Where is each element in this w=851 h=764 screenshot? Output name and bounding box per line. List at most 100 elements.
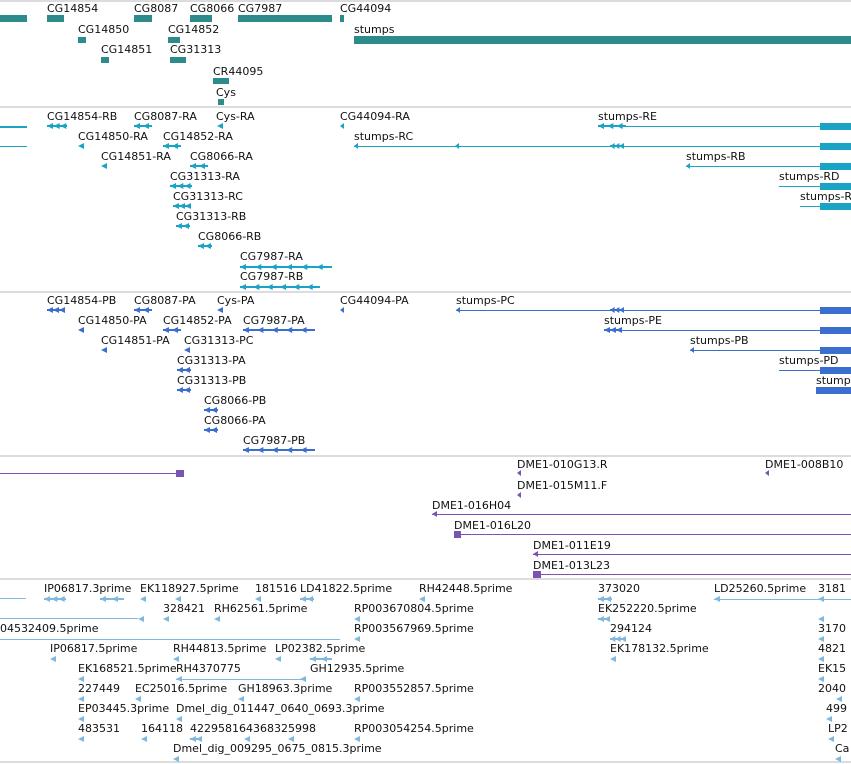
feature-label[interactable]: IP06817.3prime: [44, 582, 132, 595]
feature-block[interactable]: [213, 78, 229, 84]
feature-label[interactable]: 164118: [141, 722, 183, 735]
strand-arrows[interactable]: [190, 163, 208, 169]
strand-arrows[interactable]: [243, 447, 315, 453]
feature-label[interactable]: EP03445.3prime: [78, 702, 169, 715]
strand-arrows[interactable]: [354, 696, 360, 702]
feature-label[interactable]: stumps-RE: [598, 110, 657, 123]
feature-label[interactable]: CG31313-RB: [176, 210, 246, 223]
feature-block[interactable]: [218, 99, 224, 105]
strand-arrows[interactable]: [517, 470, 521, 476]
feature-label[interactable]: Ca: [835, 742, 849, 755]
strand-arrows[interactable]: [432, 511, 437, 517]
feature-block[interactable]: [820, 143, 851, 150]
strand-arrows[interactable]: [300, 676, 306, 682]
strand-arrows[interactable]: [288, 736, 294, 742]
feature-label[interactable]: stumps-RB: [686, 150, 746, 163]
strand-arrows[interactable]: [598, 596, 612, 602]
feature-label[interactable]: RP003552857.5prime: [354, 682, 474, 695]
strand-arrows[interactable]: [255, 596, 261, 602]
strand-arrows[interactable]: [173, 203, 191, 209]
strand-arrows[interactable]: [818, 616, 824, 622]
feature-block[interactable]: [816, 387, 851, 394]
strand-arrows[interactable]: [138, 616, 144, 622]
strand-arrows[interactable]: [610, 307, 624, 313]
strand-arrows[interactable]: [78, 143, 84, 149]
feature-label[interactable]: CG8066-PB: [204, 394, 266, 407]
feature-label[interactable]: CG14851-PA: [101, 334, 170, 347]
feature-block[interactable]: [340, 15, 344, 22]
feature-label[interactable]: DME1-013L23: [533, 559, 610, 572]
feature-label[interactable]: EK15: [818, 662, 846, 675]
strand-arrows[interactable]: [455, 143, 459, 149]
feature-label[interactable]: CG14851: [101, 43, 152, 56]
feature-label[interactable]: CG14850-RA: [78, 130, 148, 143]
feature-label[interactable]: CG8066: [190, 2, 234, 15]
feature-block[interactable]: [354, 36, 851, 44]
feature-block[interactable]: [134, 15, 152, 22]
feature-label[interactable]: stumps-R: [800, 190, 851, 203]
feature-label[interactable]: 328421: [163, 602, 205, 615]
strand-arrows[interactable]: [243, 327, 315, 333]
feature-label[interactable]: GH12935.5prime: [310, 662, 405, 675]
strand-arrows[interactable]: [610, 656, 616, 662]
feature-label[interactable]: DME1-010G13.R: [517, 458, 608, 471]
feature-block[interactable]: [47, 15, 64, 22]
strand-arrows[interactable]: [78, 736, 84, 742]
feature-label[interactable]: DME1-016H04: [432, 499, 511, 512]
strand-arrows[interactable]: [456, 307, 460, 313]
strand-arrows[interactable]: [828, 736, 834, 742]
strand-arrows[interactable]: [690, 347, 694, 353]
feature-block[interactable]: [454, 531, 461, 538]
feature-label[interactable]: CG14852-RA: [163, 130, 233, 143]
strand-arrows[interactable]: [598, 616, 610, 622]
feature-label[interactable]: CG31313-RA: [170, 170, 240, 183]
strand-arrows[interactable]: [163, 616, 169, 622]
feature-block[interactable]: [78, 37, 86, 43]
feature-label[interactable]: RP003054254.5prime: [354, 722, 474, 735]
strand-arrows[interactable]: [354, 143, 358, 149]
strand-arrows[interactable]: [134, 123, 152, 129]
feature-label[interactable]: EK178132.5prime: [610, 642, 709, 655]
feature-block[interactable]: [176, 470, 184, 477]
strand-arrows[interactable]: [686, 163, 690, 169]
feature-label[interactable]: CG7987-PB: [243, 434, 305, 447]
feature-label[interactable]: 04532409.5prime: [0, 622, 99, 635]
feature-label[interactable]: CG8066-PA: [204, 414, 266, 427]
strand-arrows[interactable]: [184, 347, 190, 353]
strand-arrows[interactable]: [173, 756, 179, 762]
feature-label[interactable]: CG14852-PA: [163, 314, 232, 327]
feature-block[interactable]: [190, 15, 212, 22]
feature-label[interactable]: 181516: [255, 582, 297, 595]
strand-arrows[interactable]: [818, 636, 824, 642]
feature-block[interactable]: [168, 37, 180, 43]
strand-arrows[interactable]: [300, 596, 314, 602]
strand-arrows[interactable]: [170, 183, 192, 189]
strand-arrows[interactable]: [340, 307, 344, 313]
feature-label[interactable]: CG44094: [340, 2, 391, 15]
strand-arrows[interactable]: [836, 696, 842, 702]
feature-label[interactable]: Dmel_dig_011447_0640_0693.3prime: [176, 702, 385, 715]
strand-arrows[interactable]: [610, 636, 626, 642]
feature-block[interactable]: [820, 307, 851, 314]
feature-label[interactable]: EK118927.5prime: [140, 582, 239, 595]
feature-label[interactable]: 422958164368325998: [190, 722, 316, 735]
strand-arrows[interactable]: [47, 307, 65, 313]
strand-arrows[interactable]: [141, 736, 147, 742]
feature-label[interactable]: DME1-015M11.F: [517, 479, 607, 492]
feature-label[interactable]: Cys-RA: [216, 110, 255, 123]
feature-label[interactable]: EK168521.5prime: [78, 662, 177, 675]
strand-arrows[interactable]: [217, 123, 223, 129]
strand-arrows[interactable]: [190, 736, 202, 742]
feature-label[interactable]: stumps-RC: [354, 130, 414, 143]
strand-arrows[interactable]: [176, 716, 182, 722]
feature-label[interactable]: 483531: [78, 722, 120, 735]
feature-label[interactable]: 3181: [818, 582, 846, 595]
strand-arrows[interactable]: [354, 736, 360, 742]
feature-label[interactable]: RH42448.5prime: [419, 582, 513, 595]
strand-arrows[interactable]: [354, 636, 360, 642]
feature-label[interactable]: CG7987-RB: [240, 270, 303, 283]
strand-arrows[interactable]: [78, 696, 84, 702]
feature-label[interactable]: CG14854: [47, 2, 98, 15]
feature-block[interactable]: [820, 183, 851, 190]
